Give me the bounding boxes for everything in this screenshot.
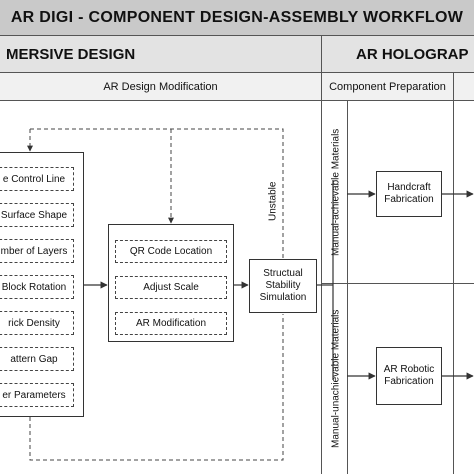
ar-robotic-fabrication: AR Robotic Fabrication (376, 347, 442, 405)
parameter-surface-shape: Surface Shape (0, 203, 74, 227)
diagram-title: AR DIGI - COMPONENT DESIGN-ASSEMBLY WORK… (0, 0, 474, 36)
handcraft-fabrication: Handcraft Fabrication (376, 171, 442, 217)
bottom-return-loop (29, 314, 284, 461)
section-ar-holographic: AR HOLOGRAP (322, 36, 474, 73)
parameter-control-line: e Control Line (0, 167, 74, 191)
parameter-number-of-layers: mber of Layers (0, 239, 74, 263)
structural-stability-simulation: Structual Stability Simulation (249, 259, 317, 313)
section-immersive-design: MERSIVE DESIGN (0, 36, 321, 73)
subheader-next-column (454, 73, 474, 101)
column-divider (321, 36, 322, 474)
tool-ar-modification: AR Modification (115, 312, 227, 335)
parameter-pattern-gap: attern Gap (0, 347, 74, 371)
parameter-other-parameters: er Parameters (0, 383, 74, 407)
column-divider-right (453, 73, 454, 474)
parameter-block-rotation: Block Rotation (0, 275, 74, 299)
subheader-ar-design-modification: AR Design Modification (0, 73, 321, 101)
unstable-feedback-loop (30, 128, 284, 258)
subheader-component-preparation: Component Preparation (322, 73, 453, 101)
material-row-divider (322, 283, 474, 284)
material-label-divider (347, 101, 348, 474)
parameter-brick-density: rick Density (0, 311, 74, 335)
tool-adjust-scale: Adjust Scale (115, 276, 227, 299)
tool-qr-code-location: QR Code Location (115, 240, 227, 263)
